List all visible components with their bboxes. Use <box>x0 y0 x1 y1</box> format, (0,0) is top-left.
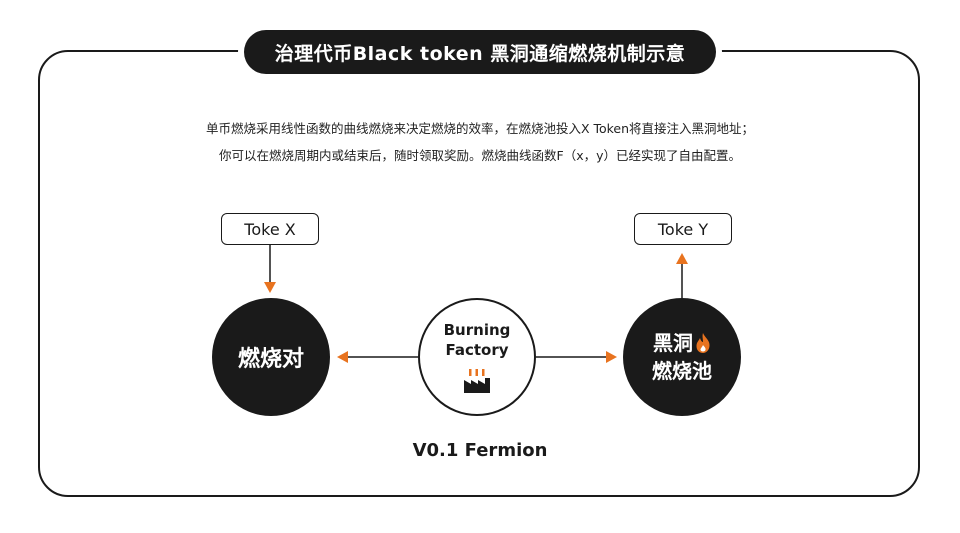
arrowhead-pool-to-tokey <box>676 253 688 264</box>
diagram-title-text: 治理代币Black token 黑洞通缩燃烧机制示意 <box>274 42 686 65</box>
pool-title-row: 黑洞 <box>653 329 711 357</box>
token-y-box: Toke Y <box>634 213 732 245</box>
factory-label-line-2: Factory <box>445 341 509 359</box>
description-line-1: 单币燃烧采用线性函数的曲线燃烧来决定燃烧的效率，在燃烧池投入X Token将直接… <box>205 121 755 136</box>
black-hole-pool-node: 黑洞 燃烧池 <box>623 298 741 416</box>
arrowhead-factory-to-pool <box>606 351 617 363</box>
token-x-box: Toke X <box>221 213 319 245</box>
factory-label: Burning Factory <box>427 320 527 360</box>
flame-icon <box>696 333 710 353</box>
description-line-2: 你可以在燃烧周期内或结束后，随时领取奖励。燃烧曲线函数F（x，y）已经实现了自由… <box>219 148 741 163</box>
pool-label-line-2: 燃烧池 <box>652 359 712 383</box>
factory-label-line-1: Burning <box>443 321 511 339</box>
diagram-title: 治理代币Black token 黑洞通缩燃烧机制示意 <box>244 30 716 74</box>
token-y-label: Toke Y <box>657 219 709 239</box>
version-label: V0.1 Fermion <box>412 440 548 461</box>
token-x-label: Toke X <box>244 219 296 239</box>
arrowhead-tokex-to-pair <box>264 282 276 293</box>
burn-pair-label: 燃烧对 <box>237 347 304 372</box>
factory-icon <box>464 369 490 393</box>
pool-label-line-1: 黑洞 <box>653 331 693 355</box>
burning-factory-node: Burning Factory <box>418 298 536 416</box>
arrowhead-factory-to-pair <box>337 351 348 363</box>
burn-pair-node: 燃烧对 <box>212 298 330 416</box>
